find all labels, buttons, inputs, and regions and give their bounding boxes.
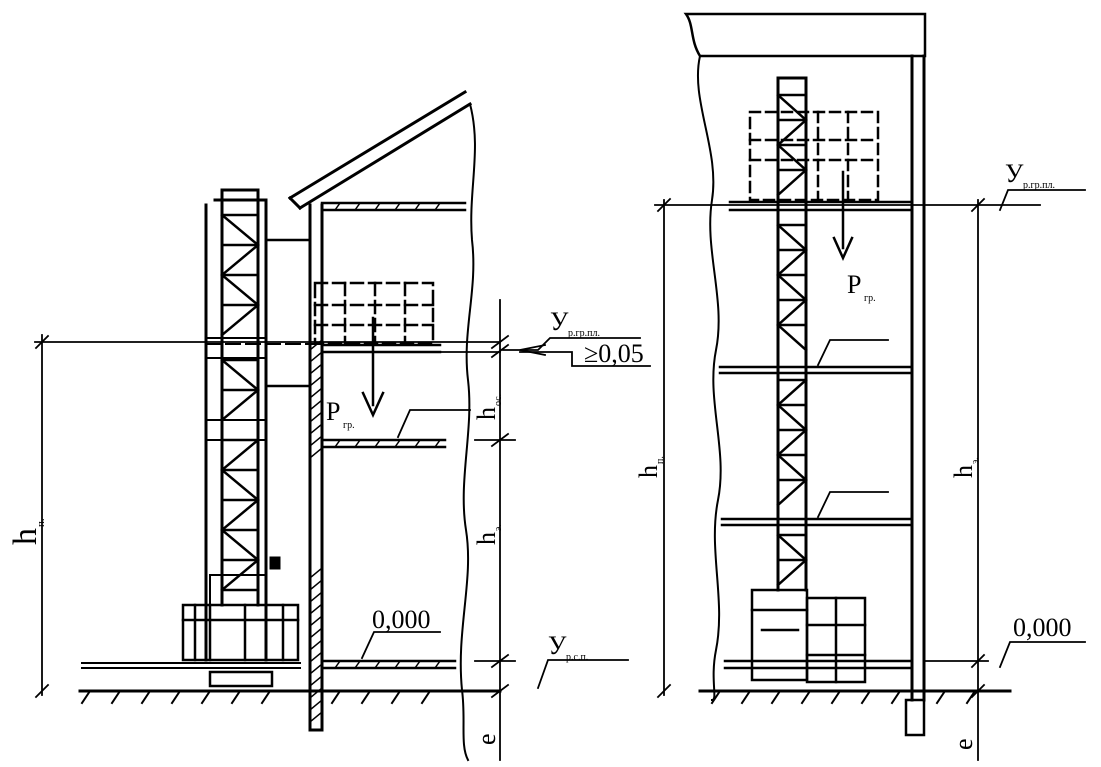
label-h-stop: h ос. bbox=[472, 394, 504, 420]
level-marker-base bbox=[536, 659, 629, 690]
ground-hatch-right bbox=[710, 689, 977, 705]
level-marker-platform-right bbox=[998, 189, 1086, 212]
label-e-right: e bbox=[949, 738, 978, 750]
floor-leader bbox=[816, 491, 889, 519]
mast-panel bbox=[205, 419, 267, 441]
svg-text:п.: п. bbox=[35, 518, 47, 527]
label-gap-tolerance: ≥0,05 bbox=[584, 339, 644, 368]
dim-chain-right bbox=[923, 197, 989, 761]
arrow-head bbox=[832, 236, 854, 262]
svg-text:h: h bbox=[7, 528, 44, 545]
lift-mast-right bbox=[776, 76, 808, 592]
svg-text:р.с.п.: р.с.п. bbox=[566, 652, 588, 663]
dim-chain-left bbox=[439, 299, 516, 761]
floor-slabs-right bbox=[718, 200, 914, 670]
label-h-floor-right: h э. bbox=[949, 457, 981, 478]
leader-line bbox=[396, 409, 471, 439]
break-line-left bbox=[459, 102, 476, 762]
mast-panel bbox=[205, 337, 267, 359]
dim-h-lift-left bbox=[34, 334, 501, 699]
control-box-icon bbox=[269, 556, 281, 570]
building-top-right bbox=[683, 12, 927, 58]
label-h-lift-right: h п. bbox=[634, 456, 666, 478]
label-level-platform-right: У р.гр.пл. bbox=[1005, 159, 1055, 191]
svg-text:У: У bbox=[550, 307, 569, 336]
svg-text:У: У bbox=[548, 631, 567, 660]
svg-text:У: У bbox=[1005, 159, 1024, 188]
label-zero-left: 0,000 bbox=[372, 605, 431, 634]
label-load-right: P гр. bbox=[847, 270, 876, 304]
mast-lattice-right bbox=[776, 93, 808, 587]
lift-cabin-left bbox=[181, 603, 300, 688]
leader-line bbox=[360, 631, 441, 660]
svg-text:э.: э. bbox=[970, 457, 981, 464]
svg-text:р.гр.пл.: р.гр.пл. bbox=[1023, 180, 1055, 191]
leader-line bbox=[998, 641, 1086, 669]
label-h-floor-left: h э. bbox=[472, 524, 504, 545]
svg-text:п.: п. bbox=[655, 456, 666, 464]
column-foot bbox=[904, 698, 926, 737]
arrow-head bbox=[361, 391, 385, 419]
label-zero-right: 0,000 bbox=[1013, 613, 1072, 642]
svg-text:гр.: гр. bbox=[343, 420, 355, 431]
label-load-left: P гр. bbox=[326, 397, 355, 431]
left-figure bbox=[34, 89, 651, 762]
svg-text:гр.: гр. bbox=[864, 293, 876, 304]
svg-text:э.: э. bbox=[493, 524, 504, 531]
svg-text:h: h bbox=[472, 532, 501, 545]
lift-cabin-right bbox=[750, 588, 867, 684]
label-h-lift-left: h п. bbox=[7, 518, 47, 545]
right-figure bbox=[654, 12, 1086, 761]
floor-leader bbox=[816, 339, 889, 367]
roof-left bbox=[287, 89, 473, 211]
mast-lattice-left bbox=[220, 213, 260, 592]
load-platform-right bbox=[748, 110, 880, 202]
svg-text:ос.: ос. bbox=[493, 394, 504, 406]
svg-text:P: P bbox=[847, 270, 861, 299]
arrow-head bbox=[519, 343, 547, 357]
svg-text:h: h bbox=[634, 465, 663, 478]
svg-text:h: h bbox=[472, 407, 501, 420]
label-level-platform-left: У р.гр.пл. bbox=[550, 307, 600, 339]
labels: h п. h э. h ос. P гр. У р.гр.пл. ≥0,05 0… bbox=[7, 159, 1072, 750]
svg-text:P: P bbox=[326, 397, 340, 426]
floor-slabs-left bbox=[320, 201, 467, 670]
dim-h-lift-right bbox=[654, 197, 1041, 699]
svg-text:р.гр.пл.: р.гр.пл. bbox=[568, 328, 600, 339]
label-level-base: У р.с.п. bbox=[548, 631, 588, 663]
slab-hatch-left bbox=[333, 201, 442, 670]
break-line-right bbox=[696, 54, 722, 702]
gap-bracket bbox=[519, 351, 651, 367]
building-wall-left bbox=[308, 203, 324, 732]
svg-text:h: h bbox=[949, 465, 978, 478]
label-e-left: e bbox=[472, 733, 501, 745]
ground-hatch-left bbox=[80, 689, 432, 705]
